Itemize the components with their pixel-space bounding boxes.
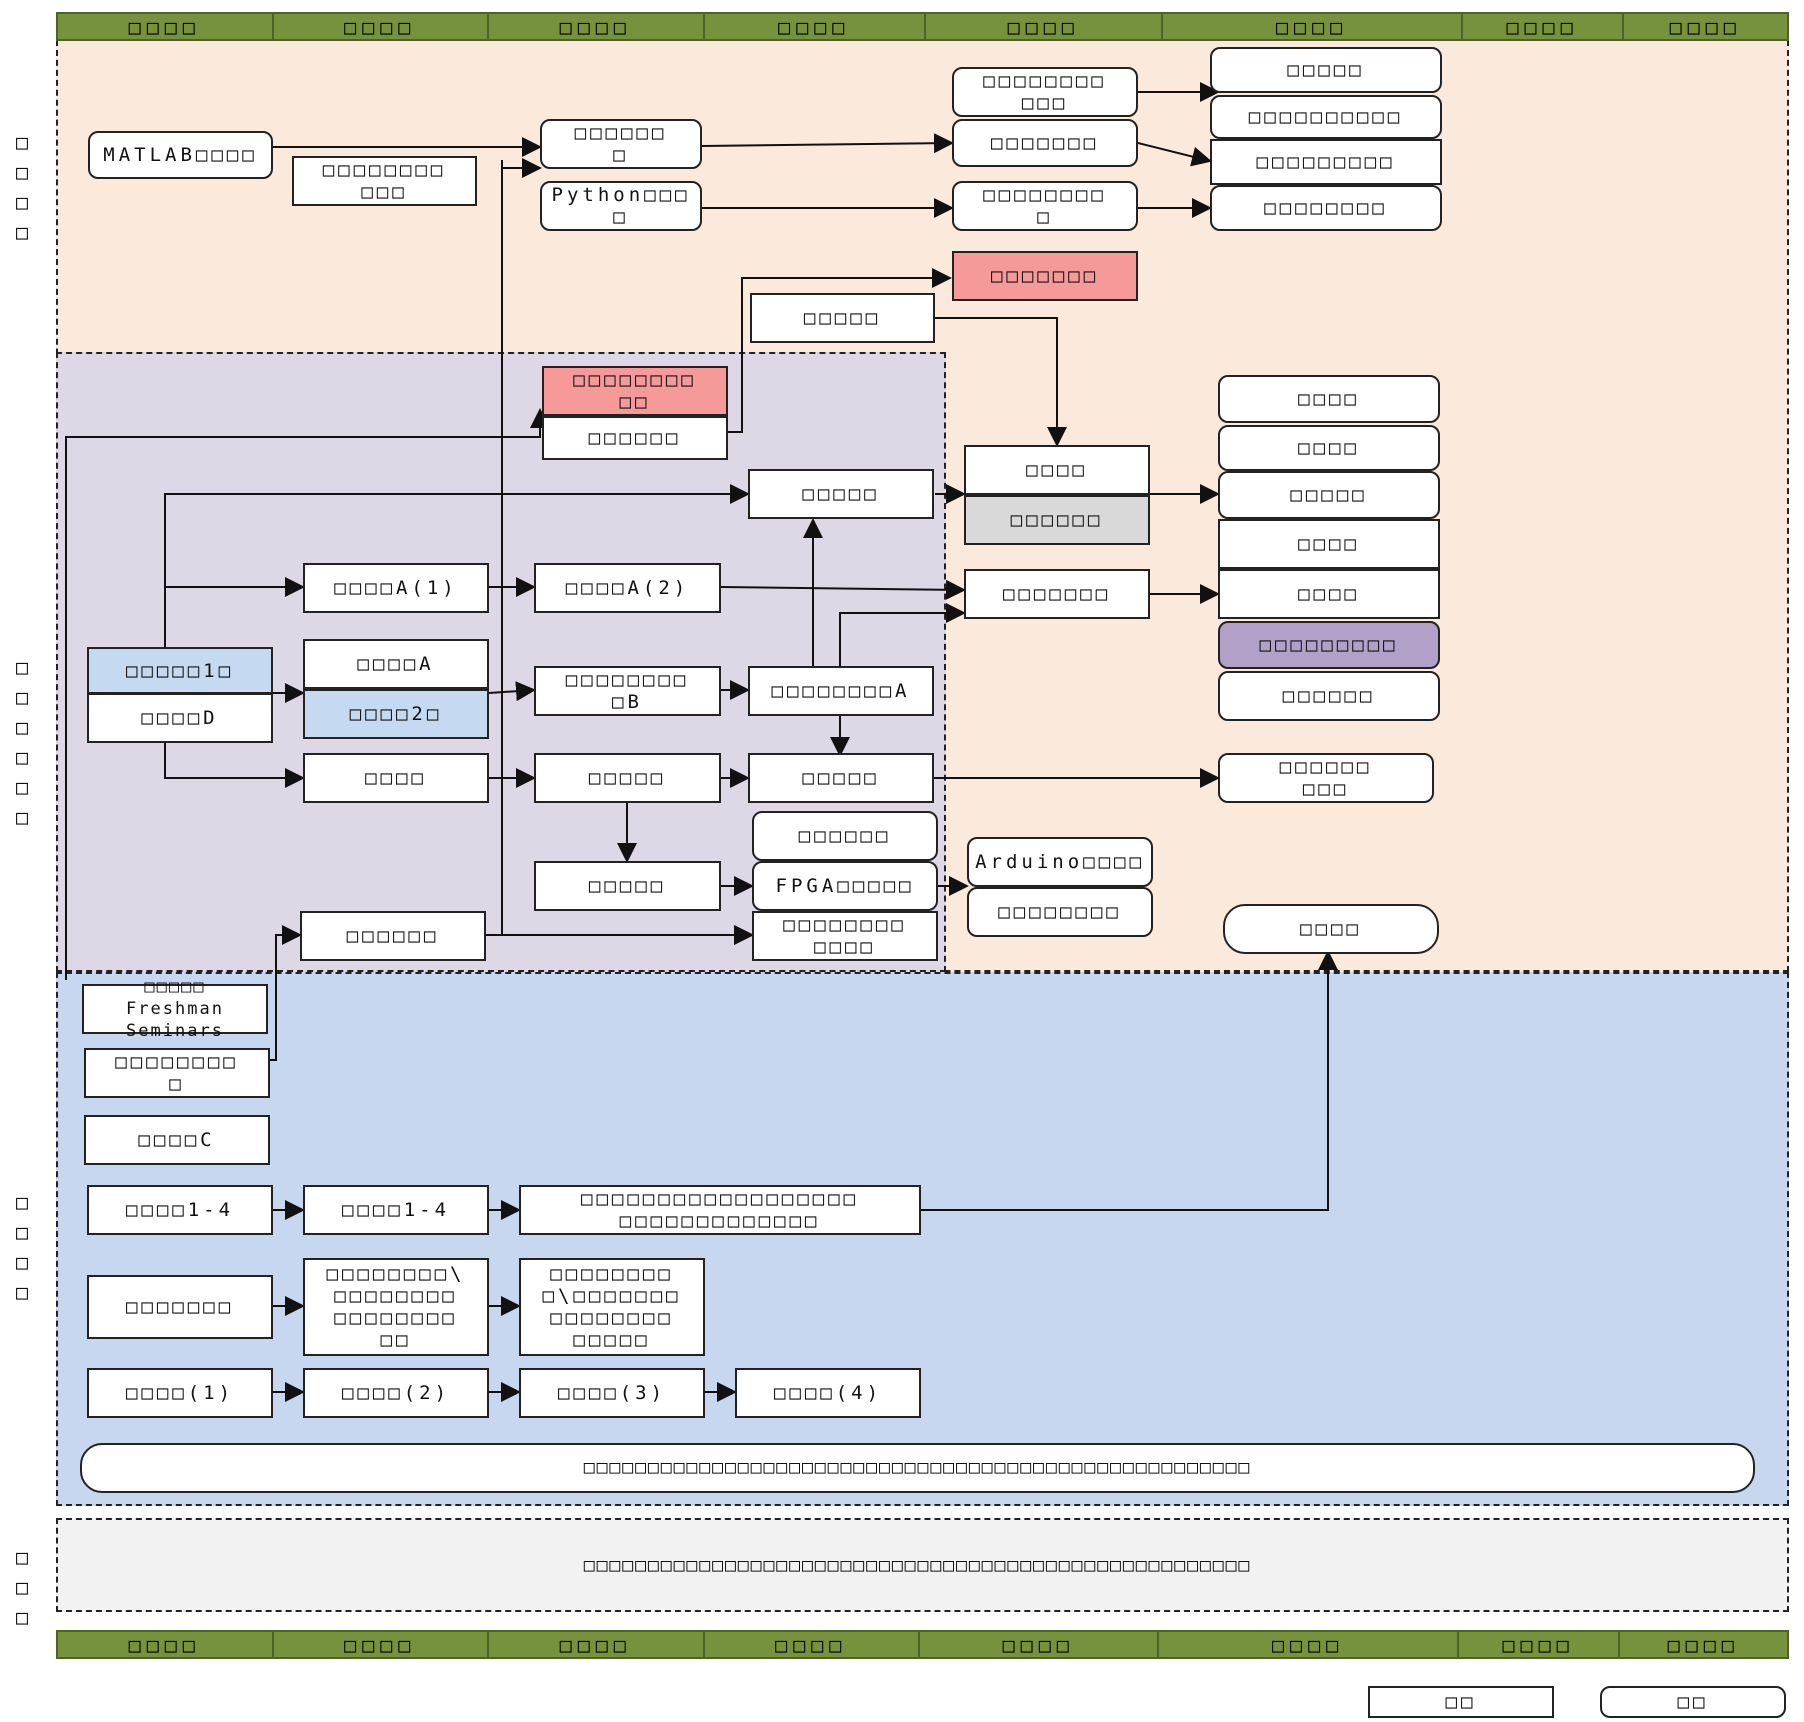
box-c1: □□□□□□□□ □□□	[952, 67, 1138, 117]
connector	[728, 268, 952, 433]
box-g4: □□□□	[1218, 519, 1440, 569]
connector	[164, 577, 305, 647]
box-c2: □□□□□□□	[952, 119, 1138, 167]
box-b: □□□□□□□□ □B	[534, 666, 721, 716]
box-w3: □□□□(3)	[519, 1368, 705, 1418]
box-g3: □□□□□	[1218, 471, 1440, 519]
box-p3: □□□□□□□□ □□□□	[752, 911, 938, 961]
header-cell: □□□□	[926, 14, 1164, 39]
box-red1: □□□□□□□□ □□	[542, 366, 728, 416]
box-h2: □□□□□	[534, 753, 721, 803]
box-red2: □□□□□□□	[952, 251, 1138, 301]
box-c3: □□□□□□□□ □	[952, 181, 1138, 231]
header-cell: □□□□	[274, 14, 489, 39]
box-v1: □□□□□□□	[87, 1275, 273, 1339]
box-blue2: □□□□2□	[303, 689, 489, 739]
box-a: □□□□□□□□A	[748, 666, 934, 716]
box-k1: □□□□□	[750, 293, 935, 343]
box-g7: □□□□□□	[1218, 671, 1440, 721]
header-bottom: □□□□ □□□□ □□□□ □□□□ □□□□ □□□□ □□□□ □□□□	[56, 1630, 1789, 1659]
box-d1: □□□□□	[748, 469, 934, 519]
legend-rounded: □□	[1600, 1686, 1786, 1718]
box-r4: □□□□□□□□	[1210, 185, 1442, 231]
box-g5: □□□□	[1218, 569, 1440, 619]
connector	[701, 133, 954, 154]
long-pill-box: □□□□□□□□□□□□□□□□□□□□□□□□□□□□□□□□□□□□□□□□…	[80, 1443, 1755, 1493]
box-l1: □□□□□	[534, 861, 721, 911]
box-q3: □□□□	[1223, 904, 1439, 954]
side-label: □□□□□□	[10, 655, 34, 835]
box-r1: □□□□□	[1210, 47, 1442, 93]
matlab-sub-box: □□□□□□□□ □□□	[292, 156, 477, 206]
box-red1-sub: □□□□□□	[542, 416, 728, 460]
header-cell: □□□□	[1163, 14, 1463, 39]
box-w2: □□□□(2)	[303, 1368, 489, 1418]
box-t2: □□□□C	[84, 1115, 270, 1165]
header-cell: □□□□	[705, 1632, 920, 1657]
box-h4: □□□□□□ □□□	[1218, 753, 1434, 803]
connector	[839, 603, 966, 668]
legend-square: □□	[1368, 1686, 1554, 1718]
box-a1: □□□□A(1)	[303, 563, 489, 613]
box-m1: □□□□A	[303, 639, 489, 689]
arduino-box: Arduino□□□□	[967, 837, 1153, 887]
bottom-text: □□□□□□□□□□□□□□□□□□□□□□□□□□□□□□□□□□□□□□□□…	[583, 1554, 1252, 1576]
connector	[921, 950, 1338, 1211]
box-w4: □□□□(4)	[735, 1368, 921, 1418]
header-cell: □□□□	[1463, 14, 1625, 39]
box-b1: □□□□□□ □	[540, 119, 702, 169]
box-t1: □□□□□□□□ □	[84, 1048, 270, 1098]
fpga-box: FPGA□□□□□	[752, 861, 938, 911]
box-h3: □□□□□	[748, 753, 934, 803]
freshman-box: □□□□□ Freshman Seminars	[82, 977, 268, 1041]
header-cell: □□□□	[1667, 1632, 1740, 1657]
box-r2: □□□□□□□□□□	[1210, 95, 1442, 139]
header-cell: □□□□	[58, 1632, 274, 1657]
box-s1: □□□□□□	[300, 911, 486, 961]
box-q2: □□□□□□□□	[967, 887, 1153, 937]
box-e1: □□□□	[964, 445, 1150, 495]
box-blue1-sub: □□□□D	[87, 693, 273, 743]
header-cell: □□□□	[1459, 1632, 1621, 1657]
box-v2: □□□□□□□□\ □□□□□□□□ □□□□□□□□ □□	[303, 1258, 489, 1356]
side-label: □□□	[10, 1545, 34, 1635]
header-cell: □□□□	[58, 14, 274, 39]
box-f1: □□□□□□□	[964, 569, 1150, 619]
box-blue1: □□□□□1□	[87, 647, 273, 694]
header-cell: □□□□	[274, 1632, 489, 1657]
box-g1: □□□□	[1218, 375, 1440, 423]
header-cell: □□□□	[920, 1632, 1160, 1657]
header-cell: □□□□	[705, 14, 926, 39]
box-u1: □□□□1-4	[87, 1185, 273, 1235]
header-cell: □□□□	[489, 1632, 705, 1657]
side-label: □□□□	[10, 1190, 34, 1310]
box-g2: □□□□	[1218, 425, 1440, 471]
box-p1: □□□□□□	[752, 811, 938, 861]
box-a2: □□□□A(2)	[534, 563, 721, 613]
side-label: □□□□	[10, 130, 34, 250]
header-cell: □□□□	[489, 14, 705, 39]
connector	[164, 740, 305, 788]
header-top: □□□□ □□□□ □□□□ □□□□ □□□□ □□□□ □□□□ □□□□	[56, 12, 1789, 41]
python-box: Python□□□ □	[540, 181, 702, 231]
header-cell: □□□□	[1159, 1632, 1459, 1657]
box-h1: □□□□	[303, 753, 489, 803]
box-w1: □□□□(1)	[87, 1368, 273, 1418]
box-v3: □□□□□□□□ □\□□□□□□□ □□□□□□□□ □□□□□	[519, 1258, 705, 1356]
connector	[935, 317, 1067, 447]
box-r3: □□□□□□□□□	[1210, 139, 1442, 185]
box-g6: □□□□□□□□□	[1218, 621, 1440, 669]
box-e1-sub: □□□□□□	[964, 495, 1150, 545]
connector	[488, 681, 536, 702]
box-u2: □□□□1-4	[303, 1185, 489, 1235]
header-cell: □□□□	[1669, 14, 1742, 39]
matlab-box: MATLAB□□□□	[88, 131, 273, 179]
zone-bottom	[56, 1518, 1789, 1612]
connector	[1137, 142, 1212, 167]
connector	[268, 925, 302, 1061]
box-u3: □□□□□□□□□□□□□□□□□□ □□□□□□□□□□□□□	[519, 1185, 921, 1235]
connector	[65, 408, 550, 980]
connector	[720, 579, 966, 600]
